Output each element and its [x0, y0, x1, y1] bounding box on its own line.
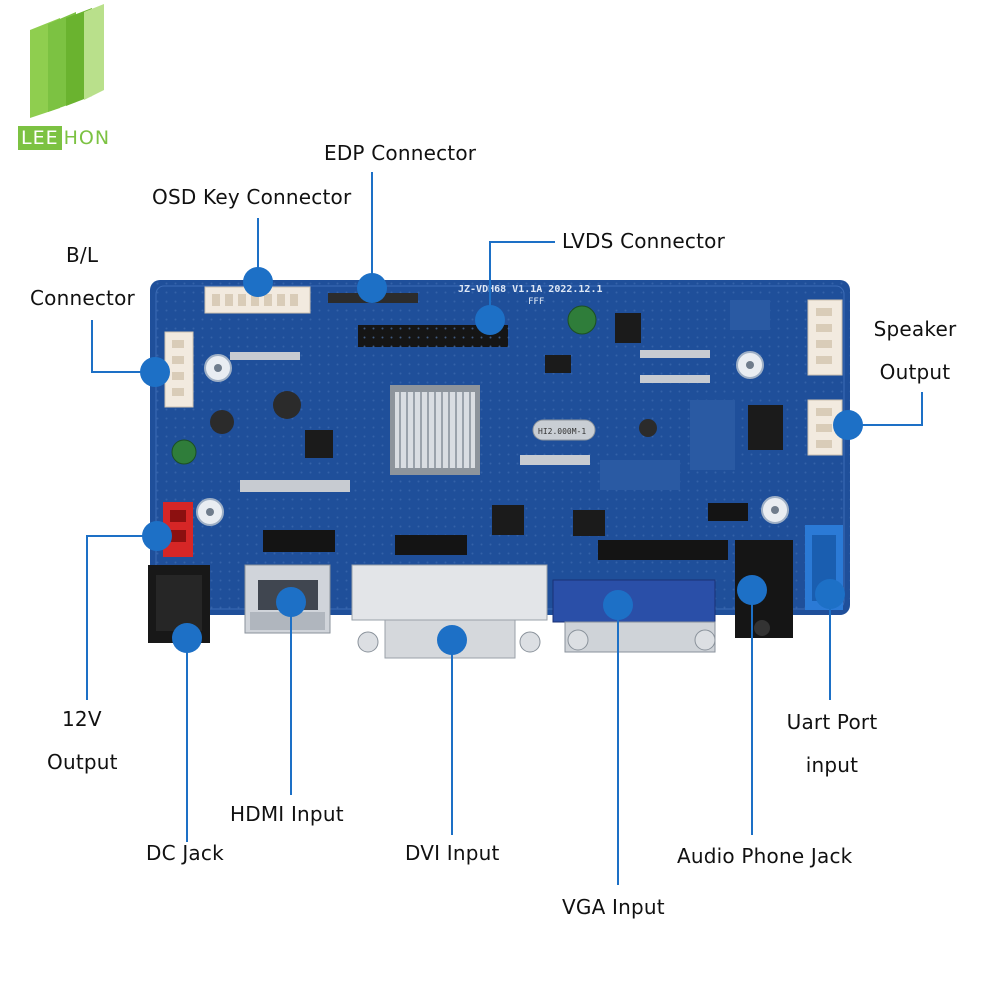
label-audio-phone-jack: Audio Phone Jack: [677, 844, 853, 868]
lvds-pin-header: [358, 325, 508, 347]
label-12v-output: 12V Output: [35, 708, 135, 774]
pin-headers: [263, 503, 748, 560]
marker-dc-jack: [172, 623, 202, 653]
label-lvds-connector: LVDS Connector: [562, 229, 726, 253]
marker-lvds: [475, 305, 505, 335]
label-bl-line1: B/L: [66, 243, 99, 267]
callout-markers: [140, 267, 863, 655]
marker-osd-key: [243, 267, 273, 297]
label-osd-key-connector: OSD Key Connector: [152, 185, 352, 209]
marker-audio: [737, 575, 767, 605]
smd-components: [230, 300, 770, 492]
label-bl-connector: B/L Connector: [30, 244, 145, 310]
label-dc-jack: DC Jack: [146, 841, 224, 865]
crystal-oscillator: HI2.000M-1: [532, 419, 596, 441]
vga-port: [552, 579, 716, 653]
label-12v-line2: Output: [47, 750, 118, 774]
marker-uart: [815, 579, 845, 609]
marker-speaker: [833, 410, 863, 440]
label-bl-line2: Connector: [30, 286, 135, 310]
label-12v-line1: 12V: [62, 707, 102, 731]
leader-lines: [86, 172, 923, 885]
label-uart-line2: input: [805, 753, 859, 777]
label-speaker-line2: Output: [879, 360, 951, 384]
brand-logo: [30, 4, 104, 118]
ic-chips: [305, 313, 783, 536]
silkscreen-model: JZ-VDH68 V1.1A 2022.12.1: [458, 284, 603, 295]
marker-edp: [357, 273, 387, 303]
capacitors: [171, 305, 657, 465]
label-vga-input: VGA Input: [562, 895, 665, 919]
marker-12v: [142, 521, 172, 551]
silkscreen-sub: FFF: [528, 297, 544, 307]
label-uart-port: Uart Port input: [776, 711, 888, 777]
logo-suffix: HON: [63, 127, 111, 149]
marker-hdmi: [276, 587, 306, 617]
label-speaker-line1: Speaker: [873, 317, 957, 341]
marker-dvi: [437, 625, 467, 655]
label-uart-line1: Uart Port: [786, 710, 878, 734]
label-speaker-output: Speaker Output: [865, 318, 965, 384]
label-hdmi-input: HDMI Input: [230, 802, 344, 826]
label-edp-connector: EDP Connector: [324, 141, 477, 165]
speaker-connectors-part: [807, 299, 843, 456]
crystal-label: HI2.000M-1: [538, 427, 586, 436]
heatsink: [390, 385, 480, 475]
label-dvi-input: DVI Input: [405, 841, 500, 865]
marker-vga: [603, 590, 633, 620]
logo-prefix: LEE: [18, 126, 62, 150]
marker-bl: [140, 357, 170, 387]
